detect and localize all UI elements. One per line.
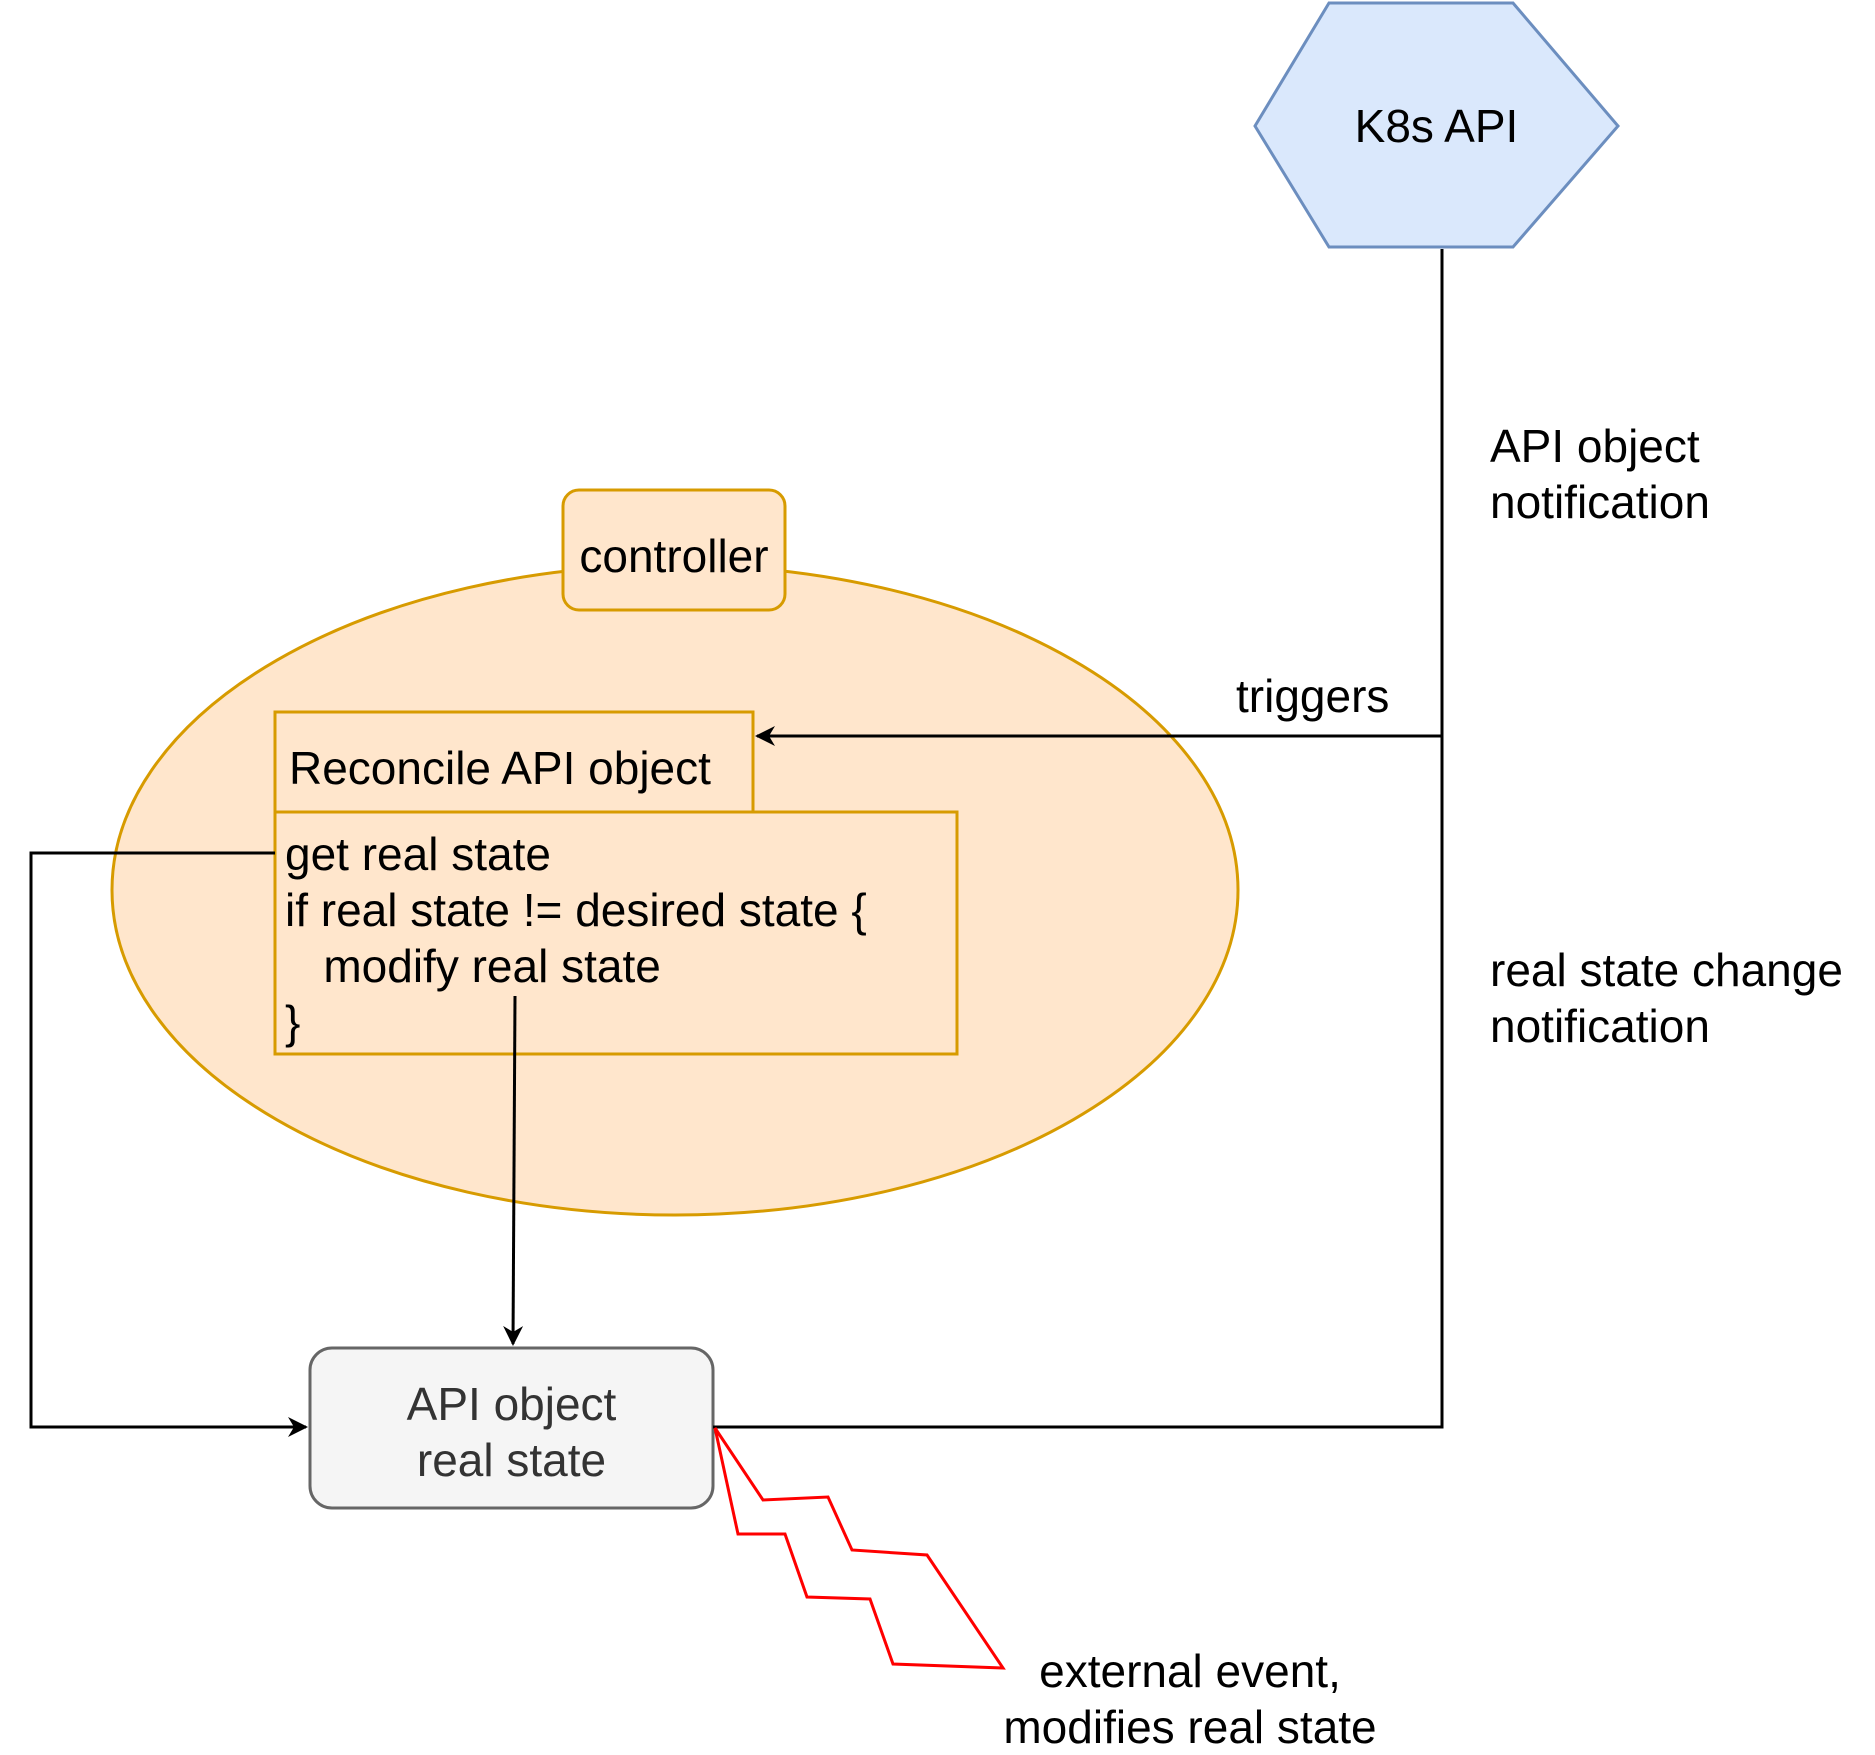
reconcile-line-4: }: [285, 996, 301, 1048]
triggers-label: triggers: [1236, 670, 1390, 722]
external-event-line2: modifies real state: [1003, 1701, 1377, 1753]
lightning-external-event: [713, 1427, 1006, 1670]
api-object-notification-line2: notification: [1490, 476, 1710, 528]
controller-label: controller: [579, 530, 769, 582]
k8s-api-hexagon[interactable]: [1253, 1, 1620, 249]
edge-get-real-state: [29, 851, 308, 1437]
k8s-api-label: K8s API: [1354, 100, 1519, 152]
reconcile-line-1: get real state: [285, 828, 551, 880]
reconcile-line-3: modify real state: [285, 940, 661, 992]
api-object-label-line1: API object: [406, 1378, 617, 1430]
reconcile-line-2: if real state != desired state {: [285, 884, 867, 936]
reconcile-title: Reconcile API object: [289, 742, 711, 794]
edge-api-object-to-k8s: [713, 736, 1444, 1429]
external-event-line1: external event,: [1039, 1645, 1341, 1697]
real-state-change-line1: real state change: [1490, 944, 1843, 996]
edge-modify-real-state: [503, 995, 524, 1346]
controller-tab[interactable]: [561, 488, 787, 612]
real-state-change-line2: notification: [1490, 1000, 1710, 1052]
reconcile-body-box[interactable]: [273, 810, 959, 1056]
api-object-label-line2: real state: [416, 1434, 607, 1486]
api-object-notification-line1: API object: [1490, 420, 1700, 472]
